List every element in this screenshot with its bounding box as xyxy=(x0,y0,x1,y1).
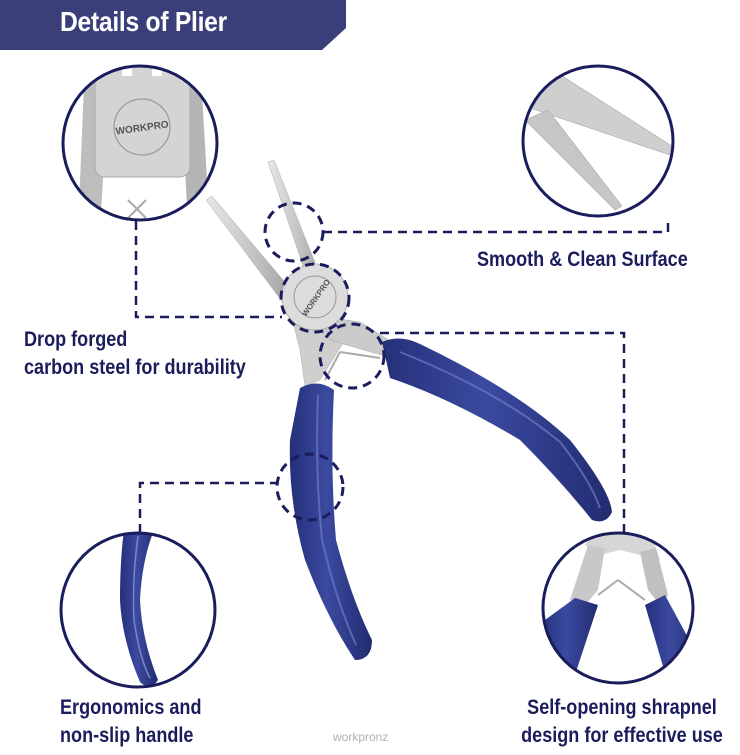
callout-ergonomic-handle-line-1: Ergonomics and xyxy=(60,696,202,719)
highlight-pivot xyxy=(279,262,351,334)
detail-circle-spring xyxy=(541,531,695,685)
header-banner: Details of Plier xyxy=(0,0,346,50)
leader-drop-forged xyxy=(134,221,282,319)
leader-handle xyxy=(138,481,278,533)
leader-lines xyxy=(134,217,670,534)
callout-self-opening-line-2: design for effective use xyxy=(521,724,723,747)
leader-smooth-surface xyxy=(323,217,670,234)
callout-drop-forged: Drop forged carbon steel for durability xyxy=(24,326,246,382)
callout-self-opening: Self-opening shrapnel design for effecti… xyxy=(493,694,740,750)
callout-smooth-surface-line-1: Smooth & Clean Surface xyxy=(477,248,688,271)
callout-self-opening-line-1: Self-opening shrapnel xyxy=(527,696,717,719)
detail-circle-jaw-tips xyxy=(521,64,675,218)
callout-ergonomic-handle-line-2: non-slip handle xyxy=(60,724,194,747)
detail-circle-pivot: WORKPRO xyxy=(61,64,219,222)
callout-smooth-surface: Smooth & Clean Surface xyxy=(477,246,688,274)
leader-self-opening xyxy=(380,331,626,534)
callout-ergonomic-handle: Ergonomics and non-slip handle xyxy=(60,694,201,750)
highlight-handle xyxy=(275,452,345,522)
page-title: Details of Plier xyxy=(60,6,227,37)
callout-drop-forged-line-1: Drop forged xyxy=(24,328,128,351)
callout-drop-forged-line-2: carbon steel for durability xyxy=(24,356,246,379)
banner-shape xyxy=(0,0,346,50)
highlight-spring xyxy=(318,322,386,390)
watermark: workpronz xyxy=(333,730,389,744)
detail-circle-handle xyxy=(59,531,217,689)
